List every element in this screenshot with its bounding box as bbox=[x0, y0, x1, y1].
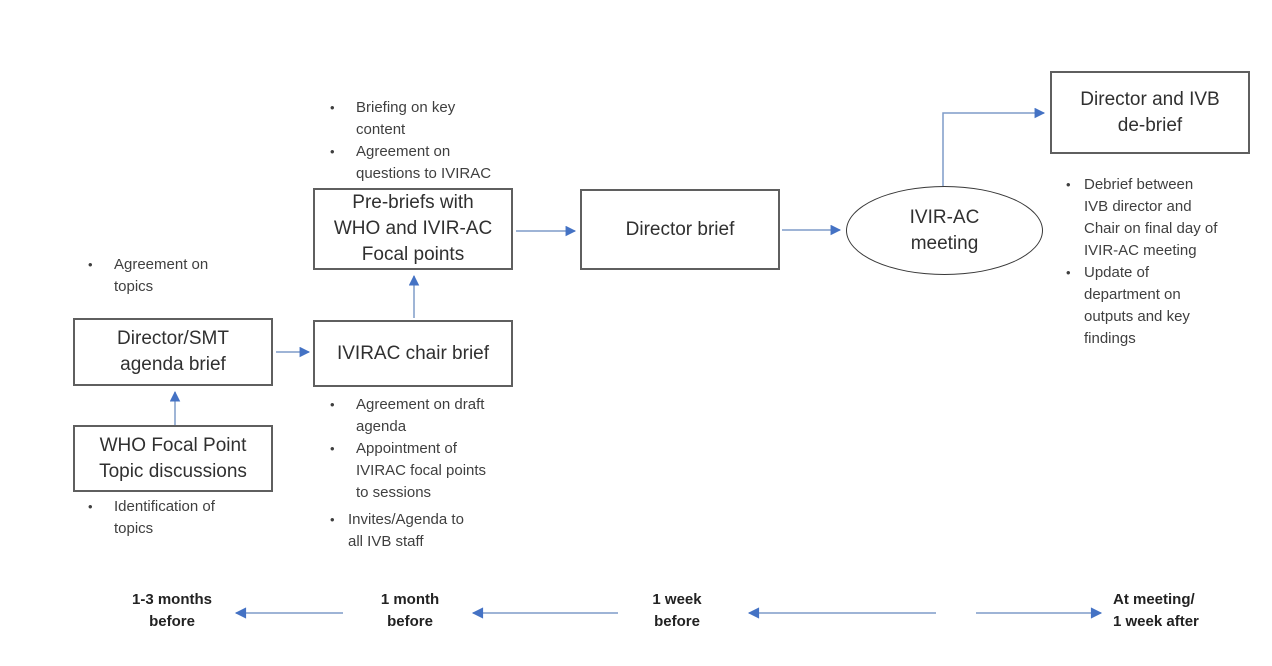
note-text: Briefing on key content bbox=[356, 99, 456, 138]
bullet-icon: • bbox=[330, 397, 335, 412]
list-item: • Update of department on outputs and ke… bbox=[1058, 262, 1258, 350]
box-director-smt: Director/SMT agenda brief bbox=[73, 318, 273, 386]
box-who-focal-point: WHO Focal Point Topic discussions bbox=[73, 425, 273, 492]
bullet-icon: • bbox=[330, 100, 335, 115]
notes-director-smt: • Agreement on topics bbox=[80, 254, 265, 298]
box-pre-briefs: Pre-briefs with WHO and IVIR-AC Focal po… bbox=[313, 188, 513, 270]
timeline-label-at-meeting: At meeting/ 1 week after bbox=[1113, 591, 1199, 630]
list-item: • Appointment of IVIRAC focal points to … bbox=[322, 438, 527, 504]
note-text: Update of department on outputs and key … bbox=[1084, 264, 1190, 347]
timeline-label-1-week-before: 1 week before bbox=[652, 591, 702, 630]
list-item: • Agreement on draft agenda bbox=[322, 394, 527, 438]
note-text: Appointment of IVIRAC focal points to se… bbox=[356, 440, 487, 501]
note-text: Debrief between IVB director and Chair o… bbox=[1084, 176, 1218, 259]
list-item: • Invites/Agenda to all IVB staff bbox=[322, 509, 527, 553]
bullet-icon: • bbox=[330, 441, 335, 456]
list-item: • Identification of topics bbox=[80, 496, 265, 540]
timeline-label-1-3-months-before: 1-3 months before bbox=[131, 591, 212, 630]
bullet-icon: • bbox=[330, 144, 335, 159]
bullet-icon: • bbox=[88, 257, 93, 272]
ellipse-ivir-ac-meeting: IVIR-AC meeting bbox=[846, 186, 1043, 275]
bullet-icon: • bbox=[88, 499, 93, 514]
note-text: Identification of topics bbox=[114, 498, 215, 537]
bullet-icon: • bbox=[330, 512, 335, 527]
box-director-ivb-debrief: Director and IVB de-brief bbox=[1050, 71, 1250, 154]
list-item: • Agreement on topics bbox=[80, 254, 265, 298]
notes-who-focal: • Identification of topics bbox=[80, 496, 265, 540]
list-item: • Agreement on questions to IVIRAC bbox=[322, 141, 522, 185]
bullet-icon: • bbox=[1066, 177, 1071, 192]
box-director-brief: Director brief bbox=[580, 189, 780, 270]
notes-ivirac-chair: • Agreement on draft agenda • Appointmen… bbox=[322, 394, 527, 553]
box-ivirac-chair-brief: IVIRAC chair brief bbox=[313, 320, 513, 387]
note-text: Invites/Agenda to all IVB staff bbox=[348, 511, 464, 550]
list-item: • Briefing on key content bbox=[322, 97, 522, 141]
note-text: Agreement on topics bbox=[114, 256, 209, 295]
arrow-meeting-to-debrief bbox=[942, 107, 1046, 186]
notes-pre-briefs: • Briefing on key content • Agreement on… bbox=[322, 97, 522, 185]
note-text: Agreement on questions to IVIRAC bbox=[356, 143, 492, 182]
timeline-label-1-month-before: 1 month before bbox=[380, 591, 440, 630]
note-text: Agreement on draft agenda bbox=[356, 396, 485, 435]
bullet-icon: • bbox=[1066, 265, 1071, 280]
notes-debrief: • Debrief between IVB director and Chair… bbox=[1058, 174, 1258, 350]
list-item: • Debrief between IVB director and Chair… bbox=[1058, 174, 1258, 262]
